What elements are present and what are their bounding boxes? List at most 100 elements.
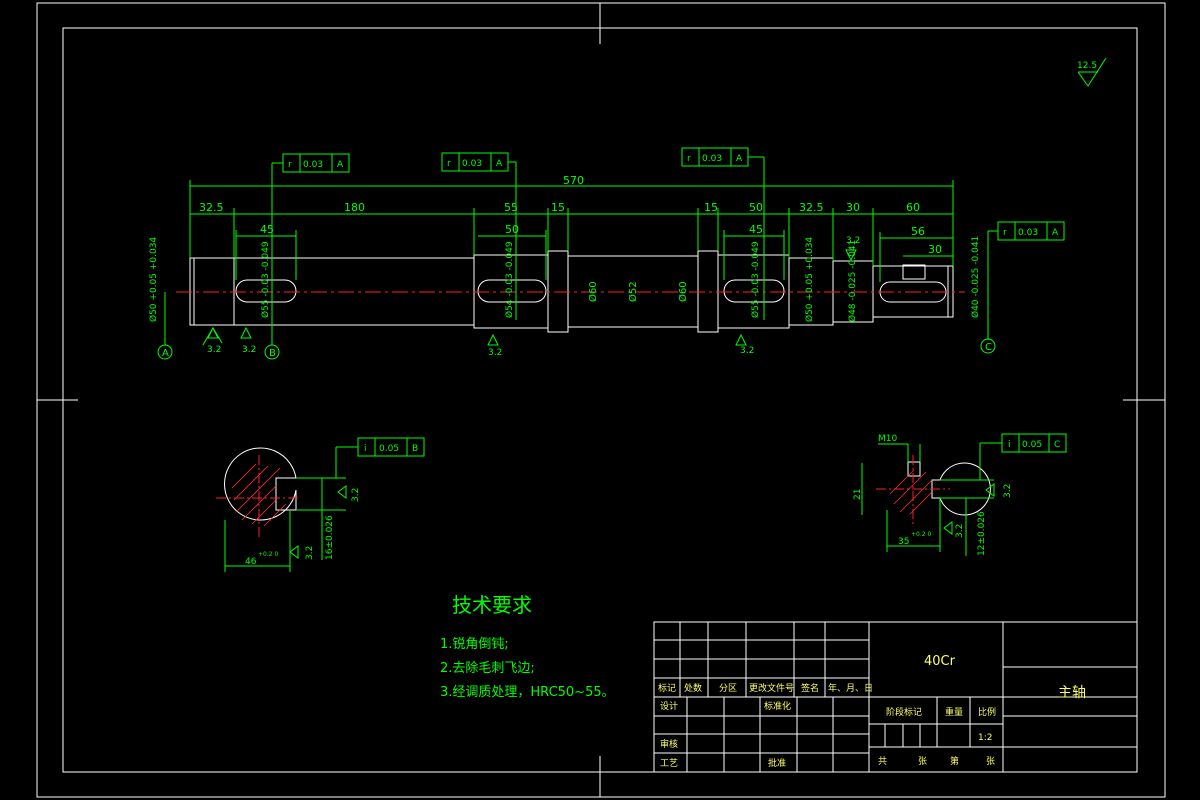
keyway-1 bbox=[235, 279, 297, 303]
tol-2-datum: A bbox=[496, 159, 503, 169]
tol-5-value: 0.05 bbox=[379, 444, 399, 454]
tb-mark: 标记 bbox=[658, 682, 676, 694]
tb-design: 设计 bbox=[660, 700, 678, 712]
dia-55-left: Ø55 -0.03 -0.049 bbox=[260, 241, 271, 318]
section-left-dims: i 0.05 B 3.2 16±0.026 3.2 46 +0.2 0 bbox=[224, 437, 425, 572]
dim-60: 60 bbox=[906, 201, 920, 214]
tb-sheet-no: 第 bbox=[950, 755, 959, 767]
dim-325-right: 32.5 bbox=[799, 201, 824, 214]
tol-6-datum: C bbox=[1054, 440, 1060, 450]
tb-sign: 签名 bbox=[801, 682, 819, 694]
tb-check: 审核 bbox=[660, 738, 678, 750]
default-roughness: 12.5 bbox=[1077, 57, 1107, 87]
tol-frame-3: r 0.03 A bbox=[681, 147, 765, 320]
section-left-ra-1: 3.2 bbox=[351, 488, 361, 502]
tb-count: 处数 bbox=[684, 682, 702, 694]
roughness-2: 3.2 bbox=[242, 345, 256, 355]
tol-1-datum: A bbox=[337, 160, 344, 170]
tol-3-datum: A bbox=[736, 154, 743, 164]
dim-50-right: 50 bbox=[749, 201, 763, 214]
dim-30-bottom: 30 bbox=[928, 243, 942, 256]
section-right-width: 12±0.026 bbox=[977, 511, 987, 556]
roughness-default-value: 12.5 bbox=[1077, 61, 1097, 71]
dia-48: Ø48 -0.025 -0.041 bbox=[847, 240, 858, 322]
tol-4-symbol: r bbox=[1003, 228, 1007, 238]
section-right-depth-tol: +0.2 0 bbox=[911, 531, 931, 538]
tb-sheets: 张 bbox=[918, 756, 927, 767]
roughness-3: 3.2 bbox=[488, 348, 502, 358]
tb-date: 年、月、日 bbox=[828, 682, 873, 694]
section-left-depth-tol: +0.2 0 bbox=[258, 551, 278, 558]
datum-b: B bbox=[269, 348, 276, 359]
tb-sheet-unit: 张 bbox=[986, 756, 995, 767]
tb-process: 工艺 bbox=[660, 758, 678, 769]
tol-1-value: 0.03 bbox=[303, 160, 323, 170]
dim-row-keyways: 45 50 45 56 30 bbox=[235, 223, 953, 282]
roughness-5: 3.2 bbox=[846, 236, 860, 246]
diameter-labels: Ø50 +0.05 +0.034 Ø55 -0.03 -0.049 Ø54 -0… bbox=[148, 236, 981, 322]
roughness-marks: 3.2 3.2 3.2 3.2 3.2 bbox=[202, 236, 860, 358]
dia-60-right: Ø60 bbox=[677, 281, 689, 302]
requirement-1: 1.锐角倒钝; bbox=[440, 637, 509, 652]
tb-zone: 分区 bbox=[719, 683, 737, 694]
section-right-height: 21 bbox=[853, 489, 863, 500]
section-left: i 0.05 B 3.2 16±0.026 3.2 46 +0.2 0 bbox=[216, 437, 425, 572]
section-right-thread-hole bbox=[907, 461, 921, 477]
datum-c-circle bbox=[980, 338, 996, 354]
tol-2-value: 0.03 bbox=[462, 159, 482, 169]
tol-6-value: 0.05 bbox=[1022, 440, 1042, 450]
tol-6-symbol: i bbox=[1008, 440, 1011, 450]
technical-requirements: 技术要求 1.锐角倒钝; 2.去除毛刺飞边; 3.经调质处理，HRC50~55。 bbox=[440, 593, 615, 700]
dim-15-right: 15 bbox=[704, 201, 718, 214]
tb-approve: 批准 bbox=[768, 757, 786, 769]
tb-total: 共 bbox=[878, 756, 887, 767]
datum-a-circle bbox=[157, 344, 173, 360]
tb-docno: 更改文件号 bbox=[749, 682, 794, 694]
section-left-width: 16±0.026 bbox=[325, 515, 335, 560]
tol-frame-2: r 0.03 A bbox=[441, 152, 517, 320]
dia-60-left: Ø60 bbox=[587, 281, 599, 302]
dim-55: 55 bbox=[504, 201, 518, 214]
requirements-title: 技术要求 bbox=[452, 593, 532, 617]
tol-frame-4: r 0.03 A bbox=[987, 221, 1065, 340]
dia-50-right: Ø50 +0.05 +0.034 bbox=[804, 237, 815, 322]
tb-stage-mark: 阶段标记 bbox=[886, 706, 922, 718]
section-right-hatch bbox=[889, 469, 933, 515]
roughness-1: 3.2 bbox=[207, 345, 221, 355]
tol-3-symbol: r bbox=[687, 154, 691, 164]
section-right-ra-2: 3.2 bbox=[955, 524, 965, 538]
dim-180: 180 bbox=[344, 201, 365, 214]
tol-3-value: 0.03 bbox=[702, 154, 722, 164]
roughness-check-icon bbox=[1077, 57, 1107, 87]
tb-standard: 标准化 bbox=[764, 700, 791, 712]
tol-4-value: 0.03 bbox=[1018, 228, 1038, 238]
requirement-3: 3.经调质处理，HRC50~55。 bbox=[440, 685, 615, 700]
dia-40: Ø40 -0.025 -0.041 bbox=[970, 236, 981, 318]
title-block-text: 标记 处数 分区 更改文件号 签名 年、月、日 设计 标准化 审核 工艺 批准 … bbox=[658, 654, 1086, 769]
tb-scale: 比例 bbox=[978, 706, 996, 718]
tb-material: 40Cr bbox=[924, 654, 956, 669]
section-right-depth: 35 bbox=[898, 537, 909, 547]
dia-54: Ø54 -0.03 -0.049 bbox=[504, 241, 515, 318]
dim-overall-text: 570 bbox=[563, 174, 584, 187]
dim-45-left: 45 bbox=[260, 223, 274, 236]
section-left-depth: 46 bbox=[245, 557, 257, 567]
shaft-main-view: 570 32.5 180 55 15 15 50 32.5 30 60 bbox=[148, 147, 1065, 360]
tolerance-frames: r 0.03 A r 0.03 A r 0.03 A bbox=[271, 147, 1065, 340]
section-left-outline bbox=[224, 447, 297, 521]
section-right-ra-1: 3.2 bbox=[1003, 484, 1013, 498]
section-left-hatch bbox=[231, 463, 287, 527]
tb-part-name: 主轴 bbox=[1058, 685, 1086, 701]
dim-325-left: 32.5 bbox=[199, 201, 224, 214]
datum-a: A bbox=[162, 348, 169, 359]
tol-1-symbol: r bbox=[288, 160, 292, 170]
tol-5-datum: B bbox=[412, 444, 418, 454]
sheet-frame bbox=[36, 2, 1166, 798]
section-right: M10 i 0.05 C 3.2 12±0.026 3.2 21 35 +0.2… bbox=[853, 433, 1067, 556]
datum-b-circle bbox=[264, 344, 280, 360]
dim-15-left: 15 bbox=[551, 201, 565, 214]
tol-frame-1: r 0.03 A bbox=[271, 153, 350, 320]
datum-markers: A B C bbox=[157, 292, 996, 360]
